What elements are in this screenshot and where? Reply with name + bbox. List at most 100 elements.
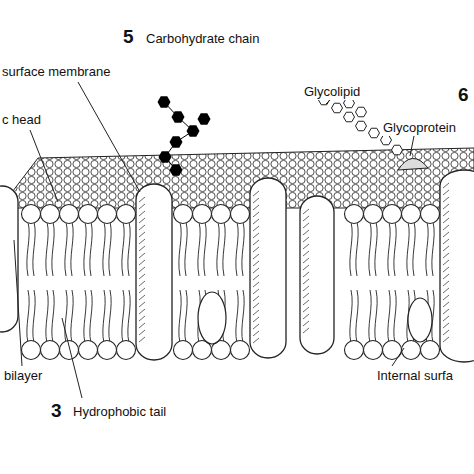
part-label: Carbohydrate chain [145, 31, 260, 47]
tail [236, 290, 238, 343]
tail [185, 290, 187, 343]
tail [242, 222, 244, 276]
part-label: c head [1, 112, 42, 128]
tail [375, 222, 377, 276]
leader-line [326, 100, 330, 104]
shading [443, 330, 449, 335]
top-surface [0, 148, 474, 208]
shading [303, 286, 309, 291]
integral-protein [440, 170, 474, 362]
shading [443, 267, 449, 272]
sugar-unit [187, 125, 200, 136]
shading [303, 328, 309, 333]
head [22, 205, 41, 224]
shading [139, 281, 145, 286]
shading [303, 230, 309, 235]
tail [223, 222, 225, 276]
tail [128, 222, 130, 276]
head [421, 341, 440, 360]
protein-body [250, 178, 286, 358]
shading [443, 295, 449, 300]
shading [253, 289, 259, 294]
shading [253, 205, 259, 210]
shading [139, 337, 145, 342]
sugar-unit [369, 128, 380, 138]
head [98, 341, 117, 360]
shading [443, 302, 449, 307]
sugar-unit [170, 136, 183, 147]
tail [103, 290, 105, 343]
shading [139, 316, 145, 321]
tail [90, 290, 92, 343]
part-label: Glycolipid [303, 84, 361, 100]
shading [303, 237, 309, 242]
head [79, 205, 98, 224]
head [345, 341, 364, 360]
shading [253, 247, 259, 252]
leader-line [30, 130, 58, 202]
peripheral-protein [198, 292, 226, 344]
shading [139, 288, 145, 293]
head [364, 341, 383, 360]
shading [253, 233, 259, 238]
sugar-unit [344, 112, 355, 122]
head [174, 205, 193, 224]
shading [253, 219, 259, 224]
tail [204, 222, 206, 276]
sugar-unit [198, 113, 211, 124]
shading [139, 330, 145, 335]
shading [139, 225, 145, 230]
shading [303, 307, 309, 312]
head [193, 205, 212, 224]
head [421, 205, 440, 224]
head [60, 341, 79, 360]
shading [303, 251, 309, 256]
sugar-unit [170, 164, 183, 175]
callout-number: 5 [122, 26, 135, 48]
shading [253, 261, 259, 266]
shading [253, 240, 259, 245]
tail [375, 290, 377, 343]
shading [139, 204, 145, 209]
tail [388, 222, 390, 276]
shading [303, 244, 309, 249]
tail [27, 222, 29, 276]
leader-line [78, 82, 140, 192]
tail [65, 222, 67, 276]
head [79, 341, 98, 360]
peripheral-protein [408, 298, 432, 342]
shading [443, 323, 449, 328]
tail [103, 222, 105, 276]
sugar-unit [381, 135, 392, 145]
tail [109, 290, 111, 343]
part-label: bilayer [3, 368, 43, 384]
shading [443, 260, 449, 265]
sugar-unit [159, 151, 172, 162]
head [383, 205, 402, 224]
leader-line [62, 318, 82, 398]
shading [443, 337, 449, 342]
chain-link [164, 102, 193, 131]
shading [443, 288, 449, 293]
shading [253, 303, 259, 308]
shading [139, 232, 145, 237]
tail [179, 290, 181, 343]
protein-body [440, 170, 474, 362]
tail [84, 222, 86, 276]
head [98, 205, 117, 224]
hydrophilic-heads [22, 205, 440, 360]
shading [443, 274, 449, 279]
tail [90, 222, 92, 276]
shading [443, 197, 449, 202]
chain-link [165, 131, 193, 170]
shading [303, 265, 309, 270]
protein-body [300, 196, 334, 354]
carbohydrate-chain [158, 96, 211, 175]
shading [253, 254, 259, 259]
shading [303, 209, 309, 214]
tail [71, 290, 73, 343]
head [345, 205, 364, 224]
tail [236, 222, 238, 276]
shading [303, 300, 309, 305]
